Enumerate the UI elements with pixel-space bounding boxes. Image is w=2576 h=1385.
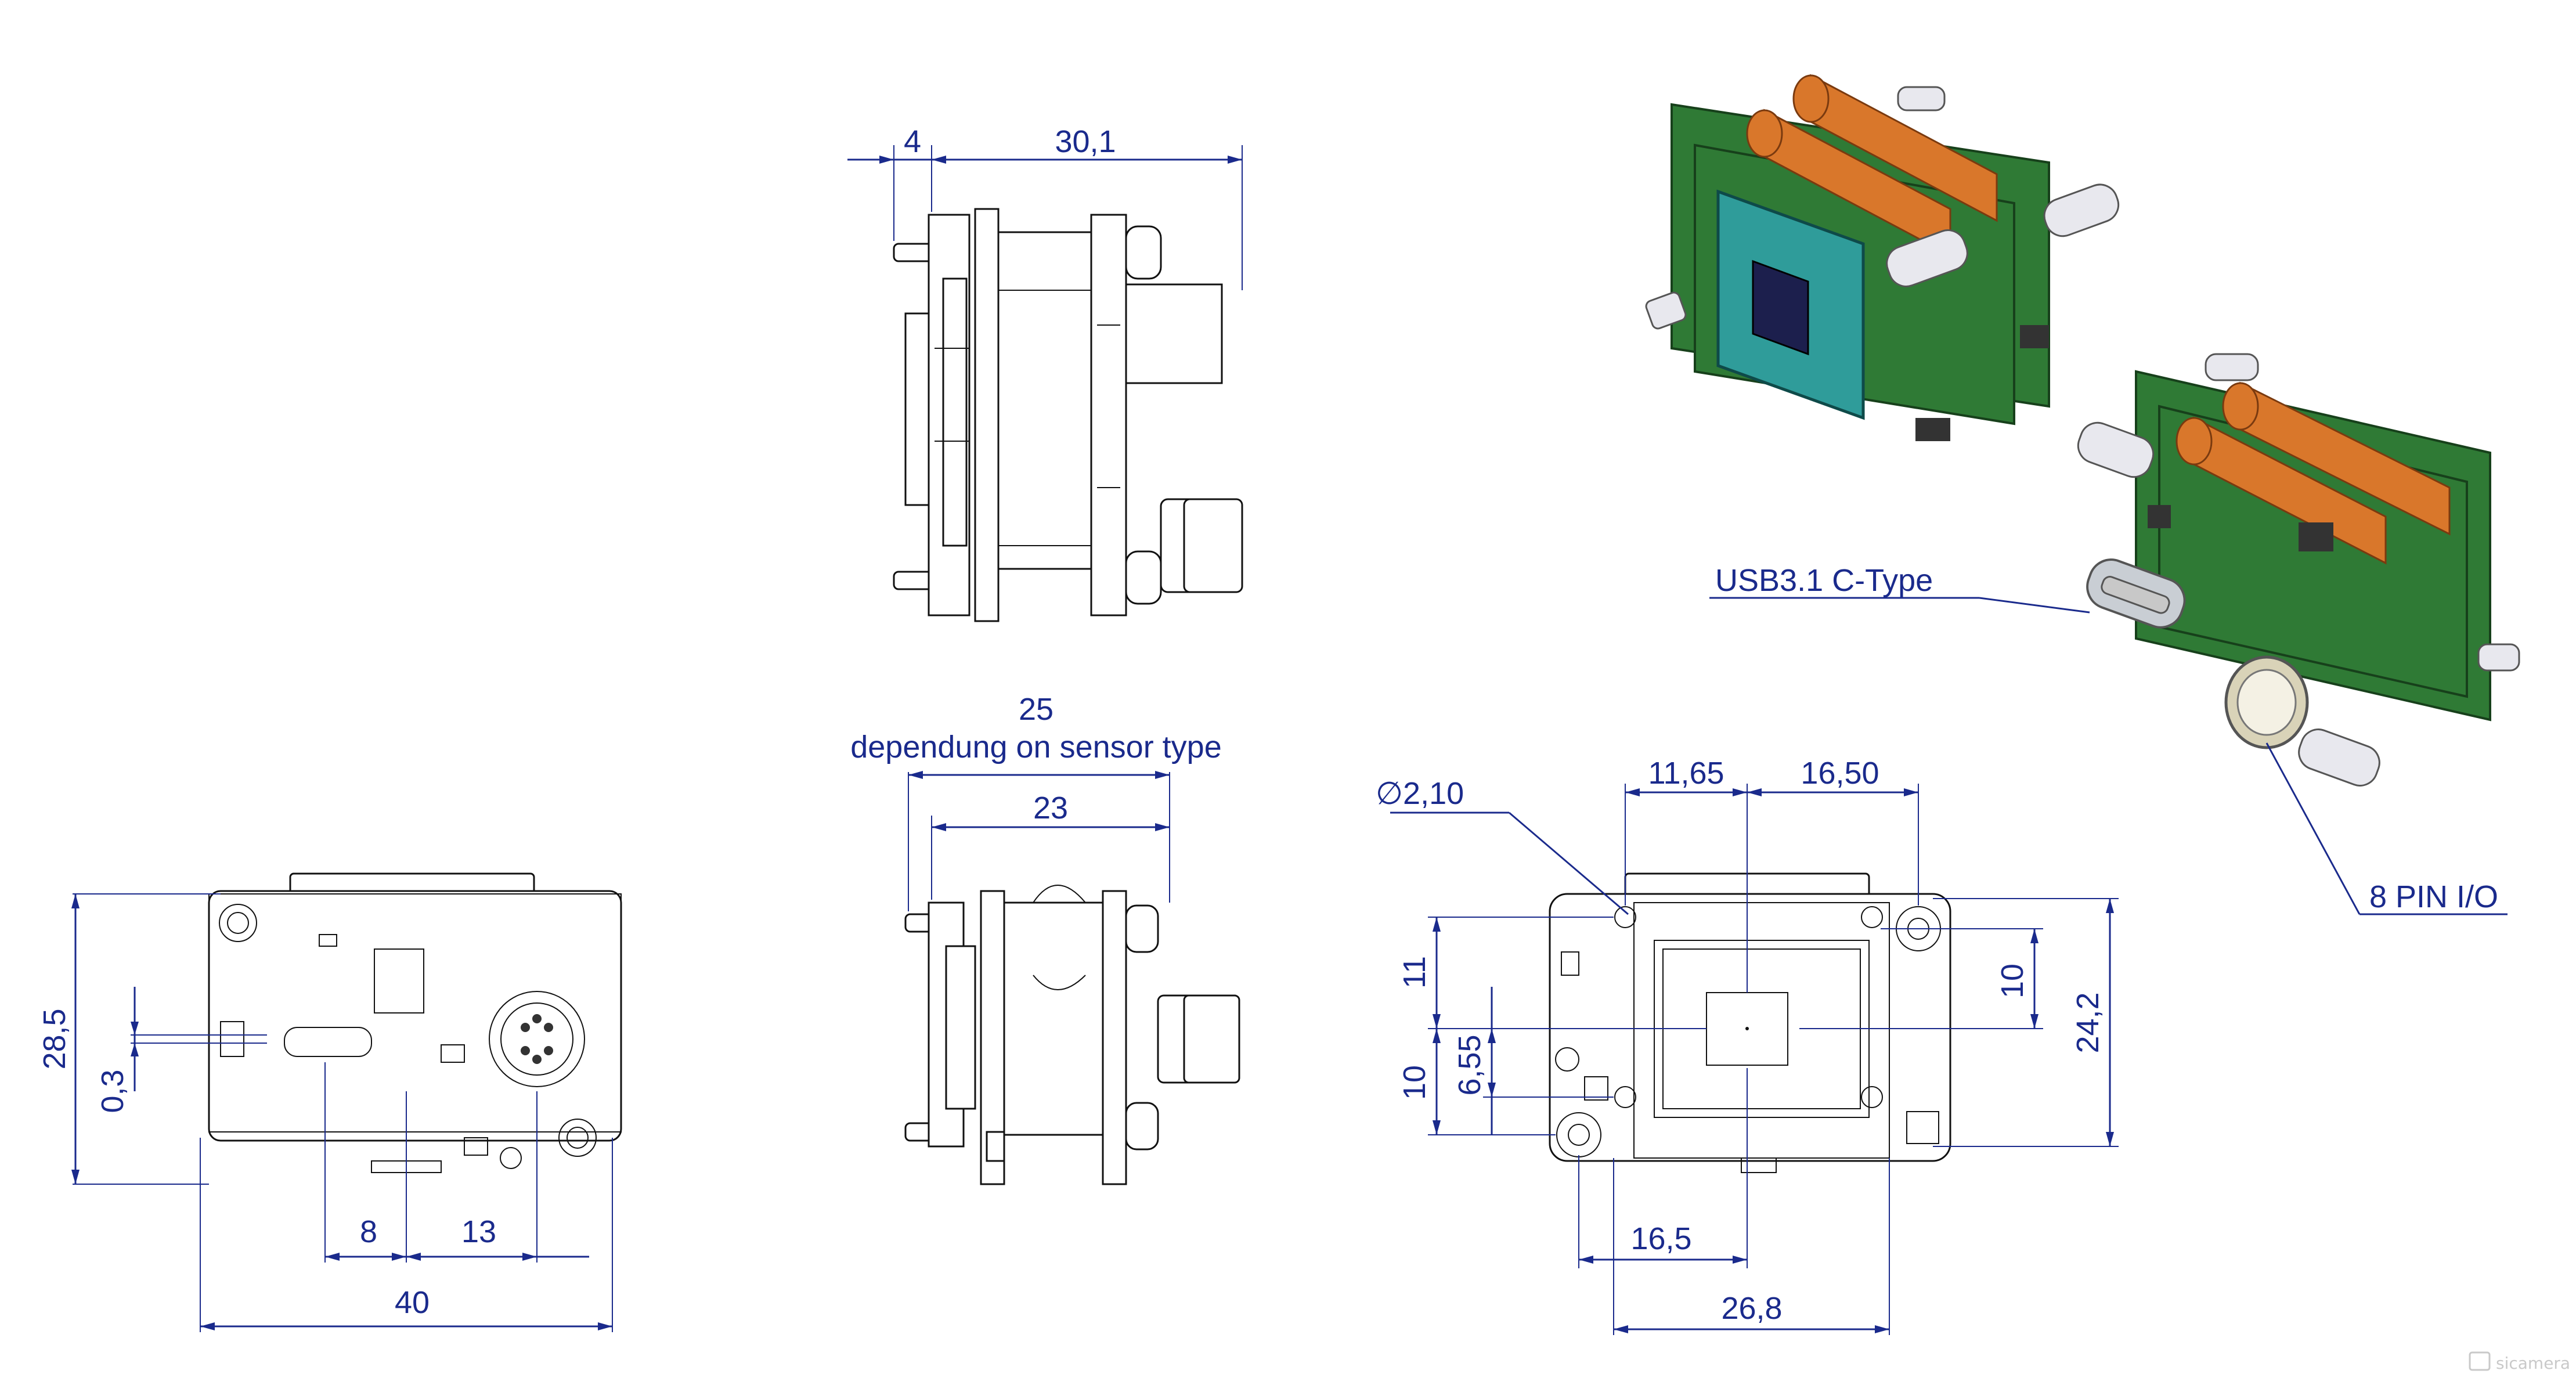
watermark: sicamera: [2469, 1351, 2570, 1373]
front-view-dims: 28,5 0,3 8 13 40: [37, 893, 613, 1332]
dim-11-65: 11,65: [1648, 756, 1724, 791]
side-view-bottom-dims: 25 dependung on sensor type 23: [850, 692, 1222, 911]
dim-dependung-note: dependung on sensor type: [850, 730, 1222, 764]
dim-10-right: 10: [1995, 964, 2030, 998]
render-connector-side: [2077, 353, 2520, 787]
usb-callout-label: USB3.1 C-Type: [1715, 563, 1933, 598]
dim-0-3: 0,3: [95, 1069, 130, 1113]
dim-10-left: 10: [1397, 1065, 1432, 1100]
dim-30-1: 30,1: [1055, 124, 1116, 159]
render-sensor-side: [1645, 74, 2120, 441]
dim-8: 8: [360, 1214, 377, 1249]
watermark-text: sicamera: [2496, 1354, 2570, 1373]
dim-4: 4: [904, 124, 921, 159]
front-view: [208, 872, 622, 1173]
dim-11: 11: [1397, 956, 1432, 989]
dim-26-8: 26,8: [1721, 1291, 1782, 1326]
side-view-bottom: [904, 885, 1240, 1185]
dim-28-5: 28,5: [37, 1008, 72, 1069]
watermark-icon: [2469, 1351, 2491, 1371]
back-view-dims: ∅2,10 11,65 16,50 11 10 6,55: [1376, 756, 2119, 1335]
dim-16-50: 16,50: [1801, 756, 1879, 791]
dim-diameter: ∅2,10: [1376, 776, 1464, 811]
dim-40: 40: [395, 1285, 430, 1320]
dim-25: 25: [1019, 692, 1054, 727]
dim-16-5: 16,5: [1630, 1221, 1691, 1256]
callout-usb: USB3.1 C-Type: [1709, 563, 2090, 614]
dim-6-55: 6,55: [1452, 1034, 1487, 1095]
side-view-top: [893, 208, 1243, 622]
io-callout-label: 8 PIN I/O: [2369, 879, 2498, 914]
callout-io: 8 PIN I/O: [2265, 742, 2508, 915]
side-view-top-dims: 4 30,1: [847, 124, 1243, 290]
dim-23: 23: [1033, 791, 1068, 825]
back-view: [1549, 872, 1951, 1173]
dim-24-2: 24,2: [2070, 992, 2105, 1053]
dim-13: 13: [461, 1214, 496, 1249]
